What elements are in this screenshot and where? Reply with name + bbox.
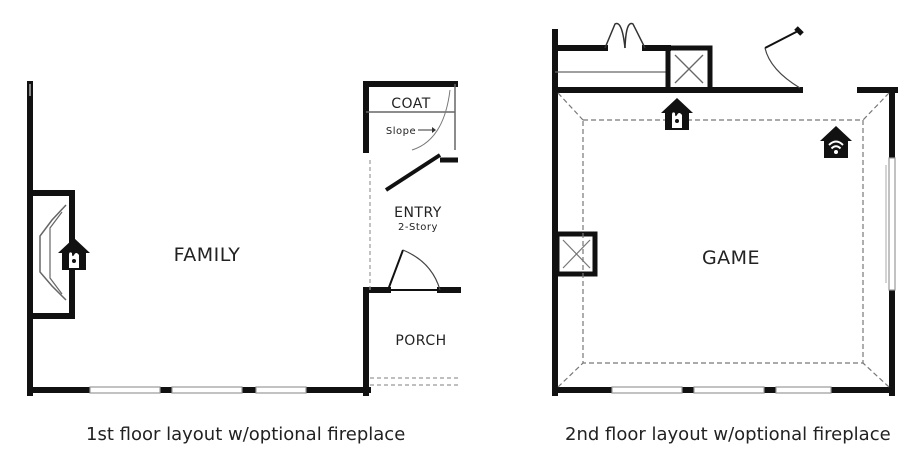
floor-2-walls (552, 29, 898, 396)
fireplace-icon (58, 238, 90, 270)
entry-opening (369, 160, 458, 386)
room-label-slope: Slope (386, 126, 416, 137)
fireplace-icon (661, 98, 693, 130)
room-label-entry-sub: 2-Story (398, 222, 438, 233)
double-door (604, 22, 646, 49)
floor-2-caption: 2nd floor layout w/optional fireplace (565, 424, 891, 445)
floor-2-windows (611, 157, 896, 394)
stair-landing (555, 45, 713, 93)
room-label-family: FAMILY (174, 244, 241, 266)
floor-2-plan: GAME (552, 22, 898, 396)
floor-1-plan: FAMILY COAT Slope ENTRY 2-Story PORCH (27, 81, 461, 396)
top-right-door (764, 26, 804, 89)
floor-1-windows (89, 386, 307, 394)
smart-home-wifi-icon (820, 126, 852, 158)
room-label-entry: ENTRY (394, 205, 442, 221)
chase-box (554, 231, 598, 277)
entry-door (387, 249, 441, 291)
room-label-coat: COAT (391, 96, 431, 112)
room-label-game: GAME (702, 247, 760, 269)
coat-closet (366, 84, 458, 192)
vaulted-ceiling-lines (557, 92, 890, 388)
floor-1-caption: 1st floor layout w/optional fireplace (86, 424, 406, 445)
room-label-porch: PORCH (395, 333, 446, 349)
